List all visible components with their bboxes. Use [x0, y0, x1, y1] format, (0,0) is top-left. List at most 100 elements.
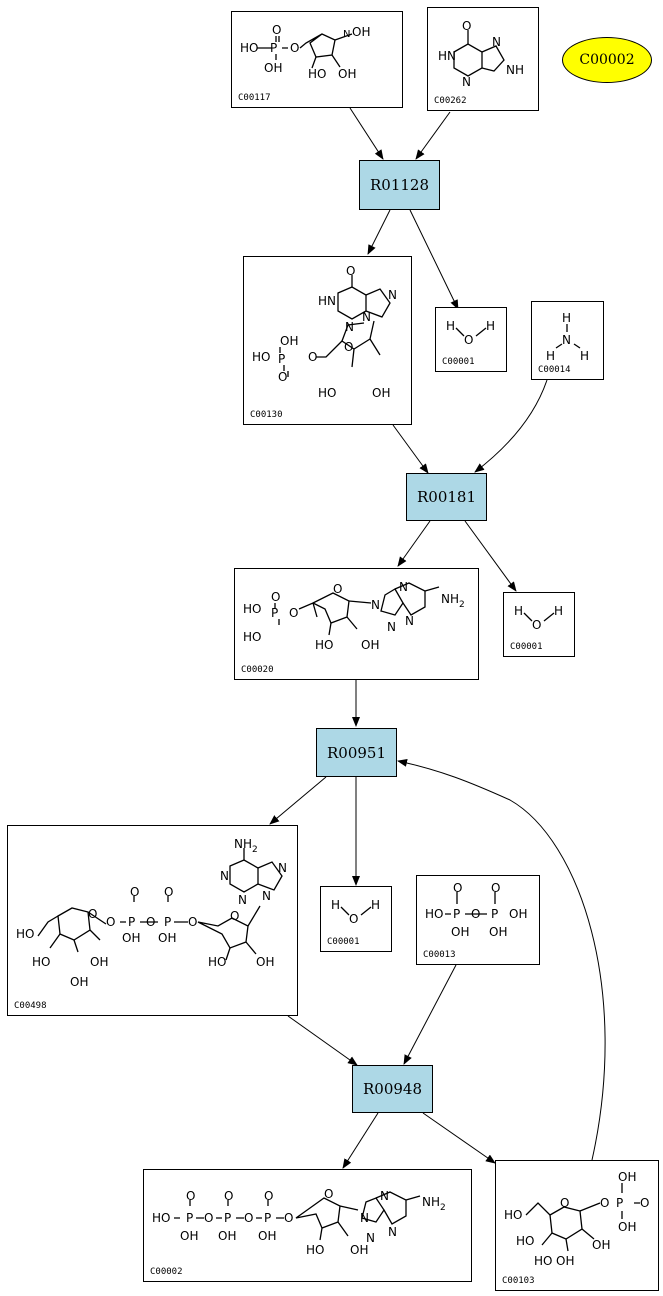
svg-text:OH: OH: [256, 955, 274, 969]
svg-text:OH: OH: [352, 25, 370, 39]
svg-text:O: O: [106, 915, 115, 929]
svg-text:OH: OH: [489, 925, 507, 939]
svg-text:O: O: [271, 590, 280, 604]
svg-text:H: H: [554, 604, 563, 618]
reaction-r01128[interactable]: R01128: [359, 160, 440, 210]
compound-c00103[interactable]: OH O P O OH O HO HO OH OH HO C00103: [495, 1160, 659, 1291]
svg-text:H: H: [562, 311, 571, 325]
svg-text:HO: HO: [208, 955, 226, 969]
structure-c00498: NH 2 N N N N O O O P O P O OH OH O O HO …: [16, 837, 287, 989]
svg-text:O: O: [290, 41, 299, 55]
edge-c00103-r00951: [397, 758, 606, 1161]
svg-text:P: P: [186, 1211, 193, 1225]
svg-text:OH: OH: [158, 931, 176, 945]
reaction-r00948[interactable]: R00948: [352, 1065, 433, 1113]
svg-text:O: O: [88, 907, 97, 921]
svg-text:OH: OH: [70, 975, 88, 989]
svg-text:N: N: [262, 889, 271, 903]
structure-c00001: H O H: [514, 604, 563, 632]
svg-text:OH: OH: [90, 955, 108, 969]
svg-text:OH: OH: [180, 1229, 198, 1243]
svg-text:O: O: [600, 1196, 609, 1210]
svg-text:HO: HO: [425, 907, 443, 921]
highlight-ellipse-c00002[interactable]: C00002: [562, 37, 652, 83]
svg-text:N: N: [345, 320, 354, 334]
svg-text:HO: HO: [308, 67, 326, 81]
svg-text:NH: NH: [441, 592, 459, 606]
svg-text:H: H: [446, 319, 455, 333]
svg-text:HO: HO: [240, 41, 258, 55]
svg-text:N: N: [380, 1189, 389, 1203]
svg-text:OH: OH: [372, 386, 390, 400]
compound-c00020[interactable]: HO P O O O N N N N NH 2 HO HO OH C00020: [234, 568, 479, 680]
svg-text:OH: OH: [592, 1238, 610, 1252]
svg-text:2: 2: [252, 845, 258, 855]
edge-c00262-r01128: [415, 111, 451, 160]
compound-id: C00001: [327, 937, 360, 947]
structure-c00013: O O HO P O P OH OH OH: [425, 881, 527, 939]
compound-c00014[interactable]: H N H H C00014: [531, 301, 604, 380]
compound-c00013[interactable]: O O HO P O P OH OH OH C00013: [416, 875, 540, 965]
svg-text:P: P: [270, 41, 277, 55]
svg-text:N: N: [362, 310, 371, 324]
svg-text:O: O: [264, 1189, 273, 1203]
svg-text:O: O: [453, 881, 462, 895]
edge-r01128-c00001: [409, 209, 459, 310]
svg-text:O: O: [324, 1187, 333, 1201]
svg-text:OH: OH: [280, 334, 298, 348]
svg-text:O: O: [333, 582, 342, 596]
svg-text:O: O: [284, 1211, 293, 1225]
structure-c00001: H O H: [331, 898, 380, 926]
structure-c00014: H N H H: [546, 311, 589, 363]
compound-id: C00103: [502, 1276, 535, 1286]
svg-text:O: O: [204, 1211, 213, 1225]
structure-c00130: O HN N N N OH HO P O O O HO OH: [252, 264, 397, 400]
svg-text:HO: HO: [16, 927, 34, 941]
svg-text:P: P: [491, 907, 498, 921]
svg-text:O: O: [224, 1189, 233, 1203]
svg-text:OH: OH: [218, 1229, 236, 1243]
compound-c00117[interactable]: HO P O O OH N OH HO OH C00117: [231, 11, 403, 108]
svg-text:H: H: [486, 319, 495, 333]
svg-text:P: P: [224, 1211, 231, 1225]
svg-text:P: P: [453, 907, 460, 921]
svg-text:P: P: [278, 352, 285, 366]
svg-text:N: N: [343, 29, 350, 40]
svg-text:O: O: [244, 1211, 253, 1225]
svg-text:OH: OH: [509, 907, 527, 921]
svg-text:OH: OH: [258, 1229, 276, 1243]
svg-text:HN: HN: [318, 294, 336, 308]
svg-text:O: O: [130, 885, 139, 899]
svg-text:N: N: [492, 35, 501, 49]
compound-c00262[interactable]: O HN N N NH C00262: [427, 7, 539, 111]
compound-c00001-b[interactable]: H O H C00001: [503, 592, 575, 657]
reaction-r00181[interactable]: R00181: [406, 473, 487, 521]
svg-text:O: O: [146, 915, 155, 929]
svg-text:P: P: [616, 1196, 623, 1210]
edge-r00181-c00001: [464, 520, 517, 592]
structure-c00020: HO P O O O N N N N NH 2 HO HO OH: [243, 580, 465, 652]
compound-c00498[interactable]: NH 2 N N N N O O O P O P O OH OH O O HO …: [7, 825, 298, 1016]
svg-text:N: N: [399, 580, 408, 594]
edge-c00117-r01128: [349, 107, 384, 160]
svg-text:NH: NH: [234, 837, 252, 851]
svg-text:N: N: [366, 1231, 375, 1245]
reaction-r00951[interactable]: R00951: [316, 728, 397, 777]
svg-text:OH: OH: [618, 1220, 636, 1234]
svg-text:O: O: [462, 19, 471, 33]
compound-id: C00262: [434, 96, 467, 106]
svg-text:HO: HO: [318, 386, 336, 400]
svg-text:HO: HO: [32, 955, 50, 969]
structure-c00103: OH O P O OH O HO HO OH OH HO: [504, 1170, 649, 1268]
compound-c00001-c[interactable]: H O H C00001: [320, 886, 392, 952]
svg-text:H: H: [514, 604, 523, 618]
compound-c00130[interactable]: O HN N N N OH HO P O O O HO OH C00130: [243, 256, 412, 425]
svg-text:N: N: [388, 288, 397, 302]
svg-text:HO: HO: [252, 350, 270, 364]
compound-c00002[interactable]: O O O HO P O P O P O O OH OH OH N N N N …: [143, 1169, 472, 1282]
compound-id: C00013: [423, 950, 456, 960]
compound-c00001-a[interactable]: H O H C00001: [435, 307, 507, 372]
svg-text:O: O: [188, 915, 197, 929]
compound-id: C00130: [250, 410, 283, 420]
compound-id: C00020: [241, 665, 274, 675]
